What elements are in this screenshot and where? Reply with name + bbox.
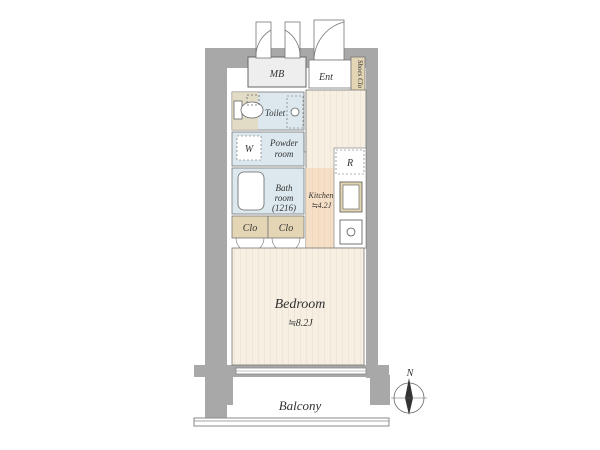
sink-icon [290,107,300,117]
powder-room-label-2: room [275,149,294,159]
balcony-label: Balcony [279,398,322,413]
bath-room-label-2: room [275,193,294,203]
toilet-icon [233,94,264,120]
compass-icon: N [391,368,427,415]
closet-right-label: Clo [279,223,293,234]
stove-icon [339,219,363,245]
bathtub-icon [237,171,265,211]
bedroom-area-label: ≒8.2J [287,318,313,329]
powder-room-label-1: Powder [269,138,298,148]
bedroom-label: Bedroom [275,297,326,312]
shoes-closet-label: Shoes Clo [356,60,364,89]
kitchen-label-2: ≒4.2J [311,201,332,210]
closet-left-label: Clo [243,223,257,234]
bedroom [231,247,365,366]
kitchen-floor [306,168,334,248]
refrigerator-space [335,149,365,175]
meter-box [247,56,307,88]
refrigerator-label: R [346,158,353,169]
washer-space [236,135,262,161]
compass-north-label: N [406,368,415,379]
closet-right [267,215,305,239]
kitchen-label-1: Kitchen [308,191,334,200]
top-doors[interactable] [255,19,345,61]
entrance-label: Ent [318,72,333,83]
toilet-label: Toilet [265,108,286,118]
mb-label: MB [269,69,284,80]
washer-label: W [245,144,255,155]
bath-room-label-3: (1216) [272,203,296,213]
bath-room-label-1: Bath [276,183,293,193]
